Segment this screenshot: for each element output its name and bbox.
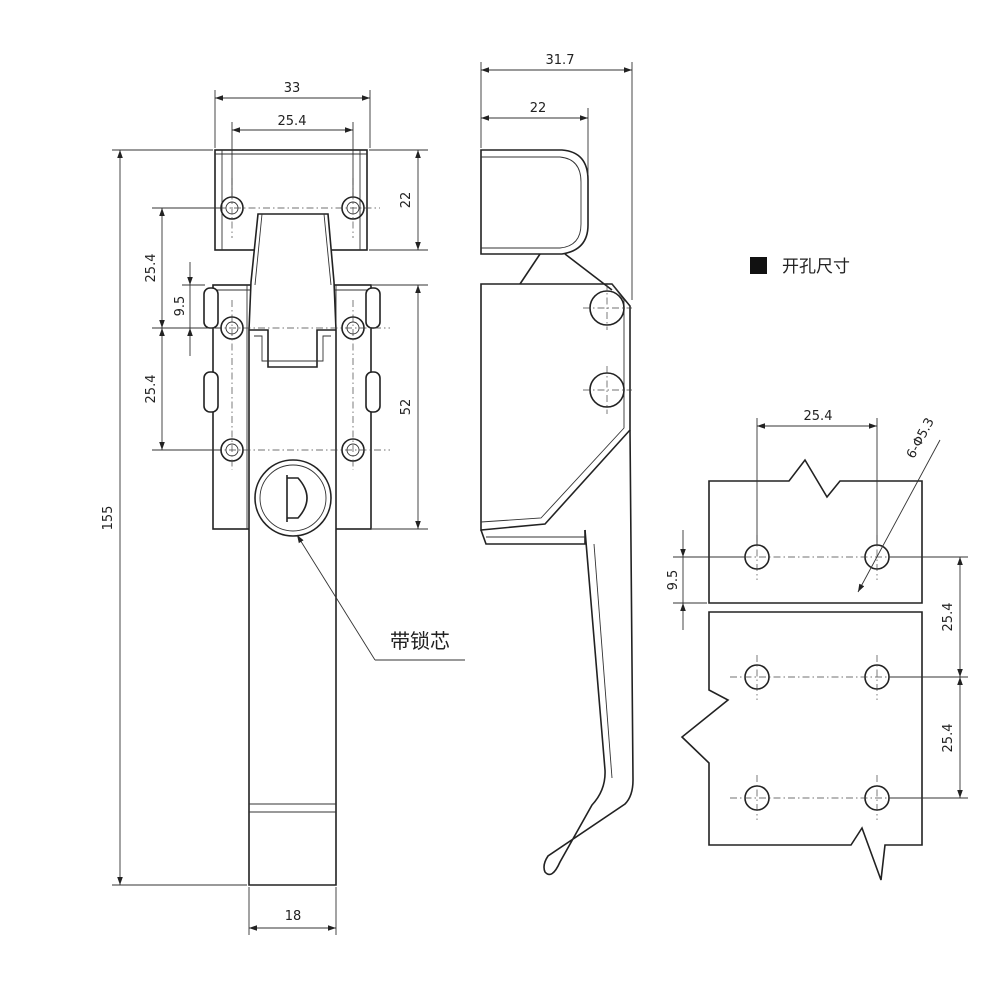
cutout-upper-plate: [708, 458, 923, 604]
dim-overall-length: 155: [101, 506, 116, 531]
side-hook: [480, 149, 589, 255]
cutout-dim-gap-1: 25.4: [941, 603, 956, 632]
dim-lower-hole-gap: 25.4: [144, 375, 159, 404]
dim-top-width: 33: [284, 81, 301, 96]
lock-cylinder-icon: [254, 459, 332, 537]
handle-notch: [249, 329, 336, 368]
cutout-hole-spec: 6-Φ5.3: [904, 415, 938, 461]
cutout-dim-gap-2: 25.4: [941, 724, 956, 753]
dim-handle-width: 18: [285, 909, 302, 924]
front-view: [200, 149, 390, 886]
dim-upper-hole-gap: 25.4: [144, 254, 159, 283]
cutout-diagram: 25.4 6-Φ5.3 9.5 25.4 25.4: [666, 409, 968, 881]
side-view: [480, 149, 634, 876]
cutout-dim-hole-spacing: 25.4: [804, 409, 833, 424]
lock-core-callout: 带锁芯: [296, 534, 465, 661]
cutout-heading: 开孔尺寸: [750, 257, 850, 277]
side-dimensions: 31.7 22: [480, 53, 633, 300]
dim-top-hole-spacing: 25.4: [278, 114, 307, 129]
dim-top-plate-height: 22: [399, 192, 414, 209]
front-dimensions: 33 25.4 22 52 25.4 25.4 9.5 155: [101, 81, 428, 935]
side-lever: [543, 429, 634, 876]
cutout-heading-label: 开孔尺寸: [782, 257, 850, 277]
lock-core-label: 带锁芯: [390, 629, 450, 653]
handle-lever: [248, 213, 337, 886]
dim-side-depth: 31.7: [546, 53, 575, 68]
dim-side-hook-depth: 22: [530, 101, 547, 116]
cutout-lower-plate: [680, 611, 923, 881]
dim-bracket-height: 52: [399, 399, 414, 416]
dim-offset: 9.5: [173, 296, 188, 317]
heading-square-icon: [750, 257, 767, 274]
cutout-dim-offset: 9.5: [666, 570, 681, 591]
